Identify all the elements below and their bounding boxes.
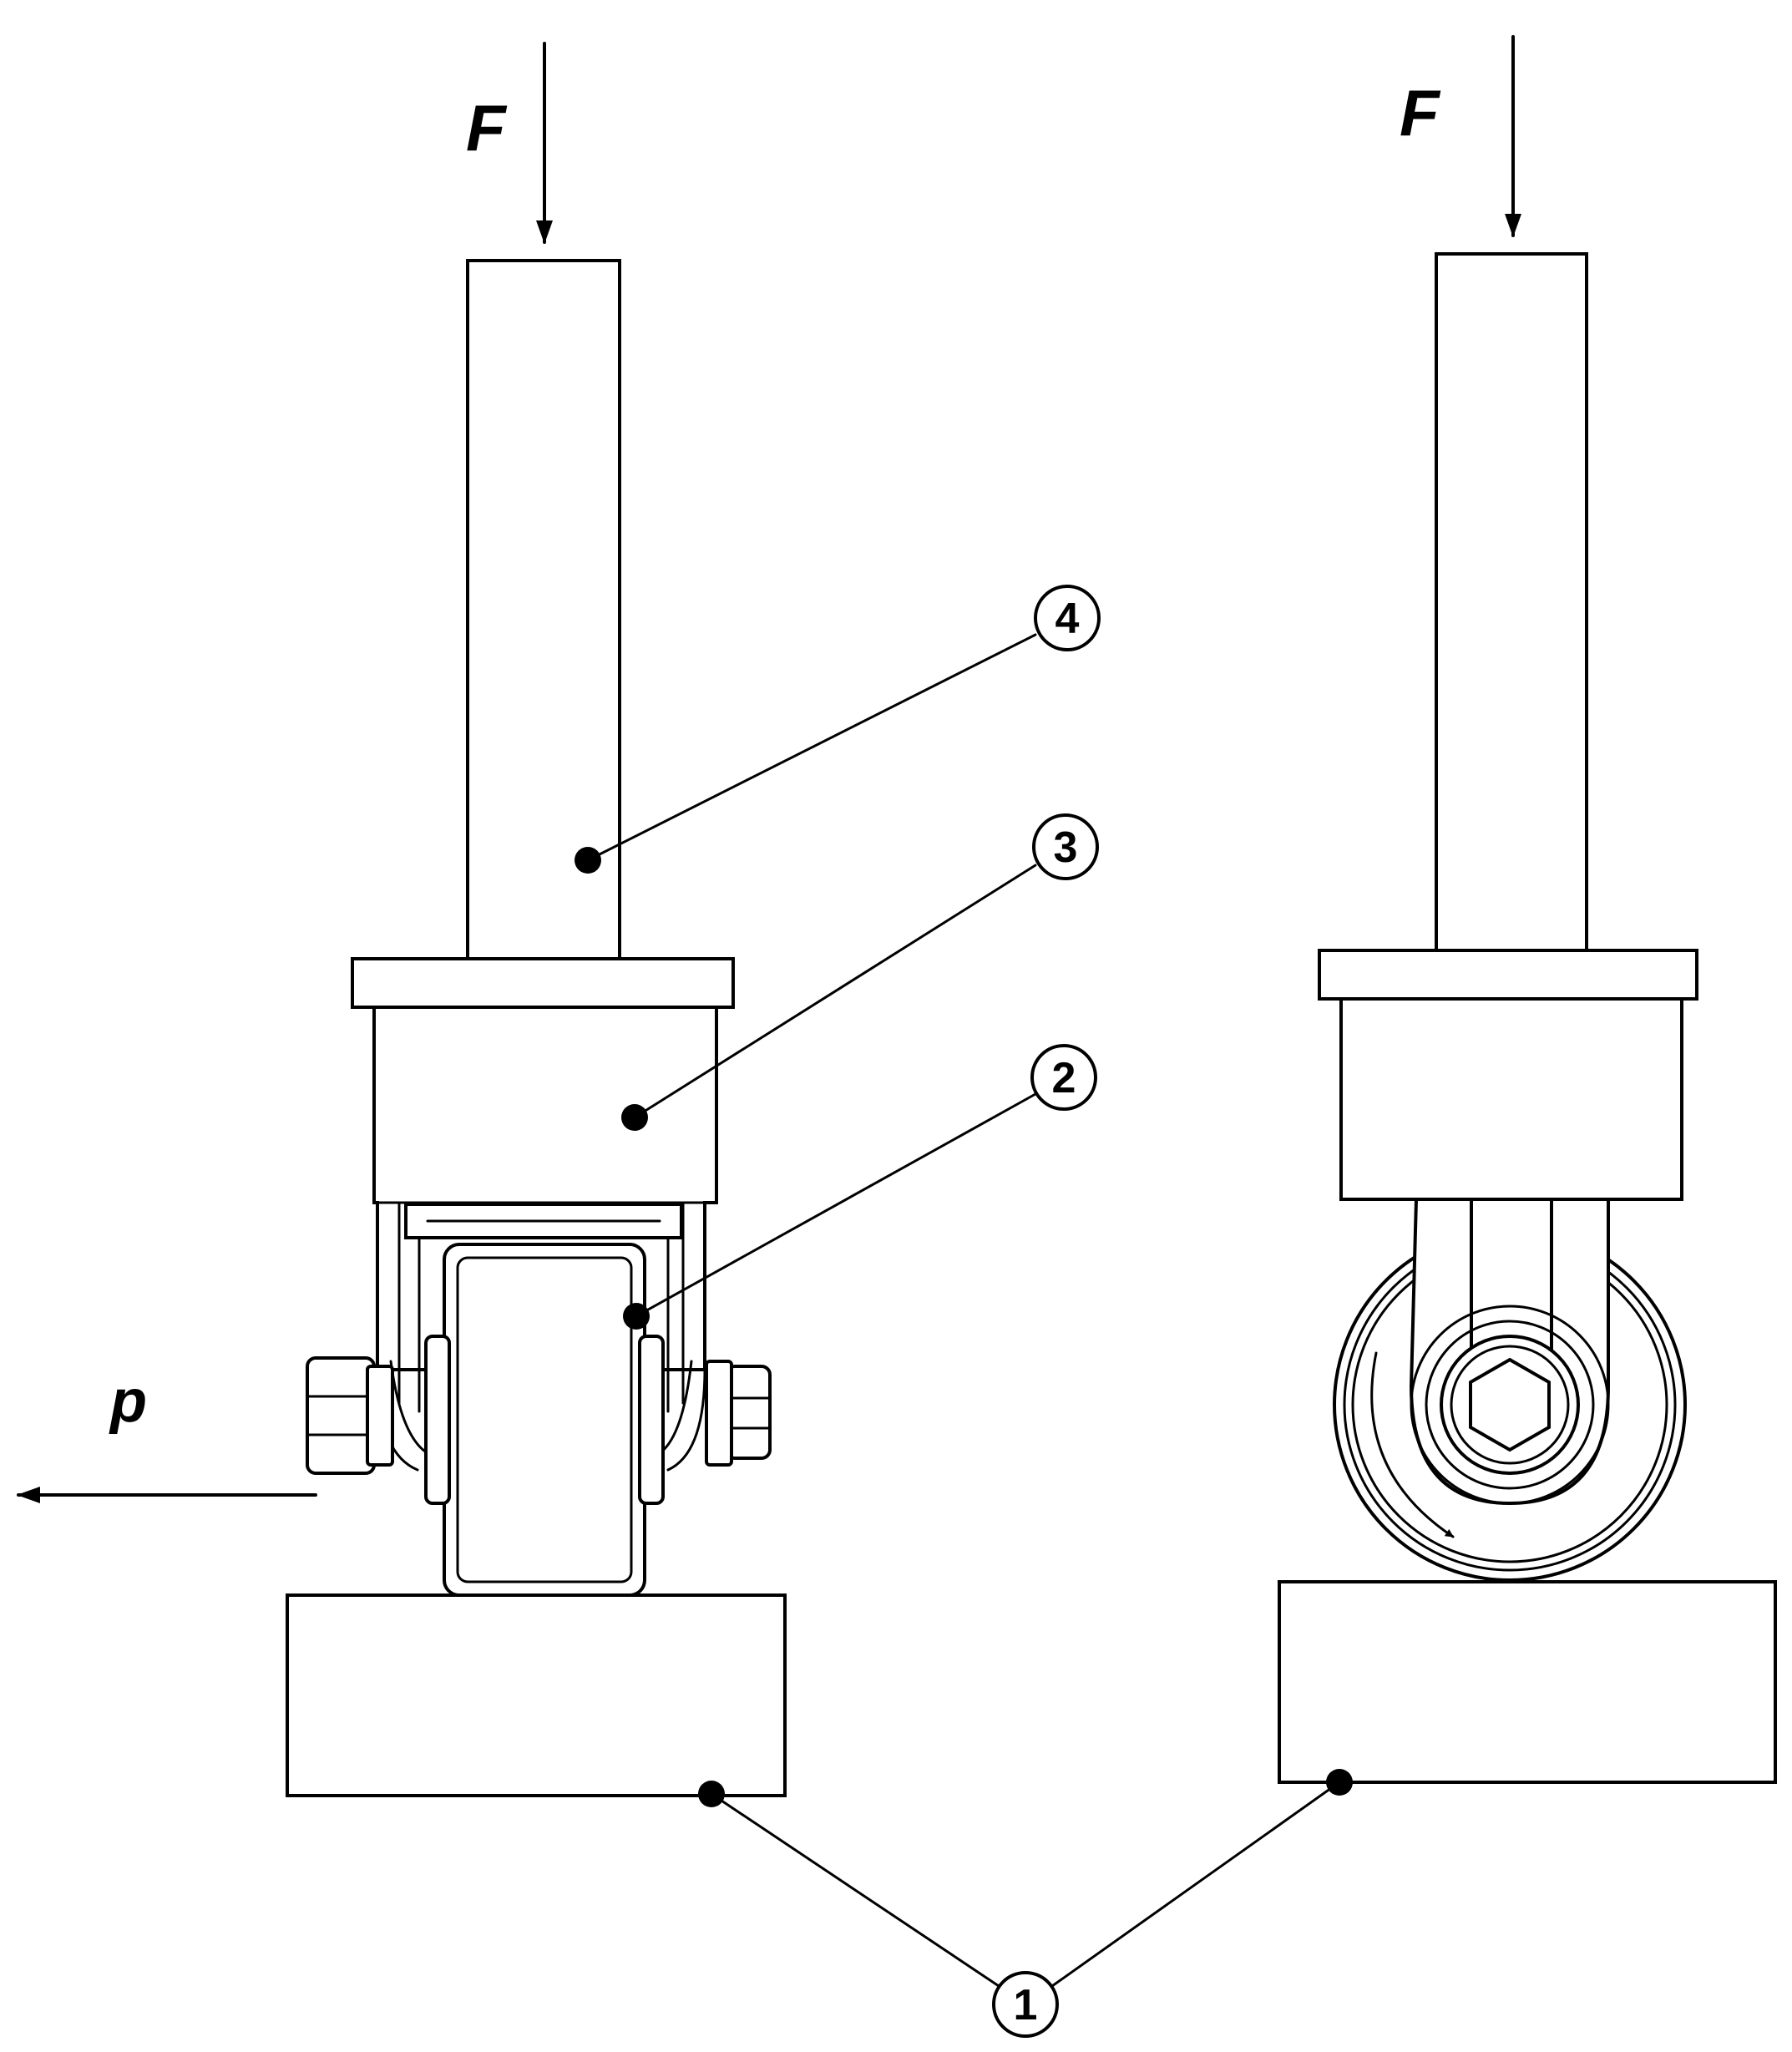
callout-4-dot (575, 847, 601, 874)
callout-2: 2 (623, 1044, 1097, 1330)
callout-2-number: 2 (1052, 1054, 1076, 1102)
flange-plate-side (1318, 949, 1698, 1001)
pull-arrow: p (17, 1368, 317, 1503)
callout-1-number: 1 (1014, 1981, 1038, 2029)
callout-4-circle (1034, 585, 1101, 651)
callout-4-number: 4 (1055, 595, 1080, 643)
callout-1-dot-side (1326, 1769, 1353, 1796)
side-view-assembly: F (1278, 35, 1777, 1784)
rotation-arrow (1370, 1351, 1455, 1538)
front-view-assembly: F (17, 42, 787, 1797)
axle-nut-left (306, 1356, 394, 1475)
force-label-left: F (466, 91, 508, 165)
callout-4: 4 (575, 585, 1101, 874)
wheel-part-2-front (443, 1243, 646, 1597)
force-arrow-right: F (1400, 35, 1521, 237)
callout-1: 1 (698, 1769, 1353, 2038)
callout-1-dot-front (698, 1781, 725, 1807)
pull-label: p (109, 1368, 147, 1435)
force-arrow-left: F (466, 42, 553, 244)
callout-3-circle (1032, 813, 1099, 880)
callout-2-circle (1030, 1044, 1097, 1111)
flange-plate-front (351, 957, 735, 1009)
base-part-1-front (286, 1593, 787, 1797)
callout-2-dot (623, 1303, 650, 1330)
shaft-side (1435, 252, 1588, 957)
axle-nut-right (705, 1360, 772, 1467)
force-label-right: F (1400, 76, 1441, 149)
housing-side (1339, 997, 1683, 1201)
base-part-1-side (1278, 1580, 1777, 1784)
callout-3-dot (621, 1104, 648, 1131)
callout-1-circle (992, 1971, 1059, 2038)
callout-3: 3 (621, 813, 1099, 1131)
hex-nut-side (1469, 1357, 1551, 1452)
callout-3-number: 3 (1054, 823, 1078, 872)
